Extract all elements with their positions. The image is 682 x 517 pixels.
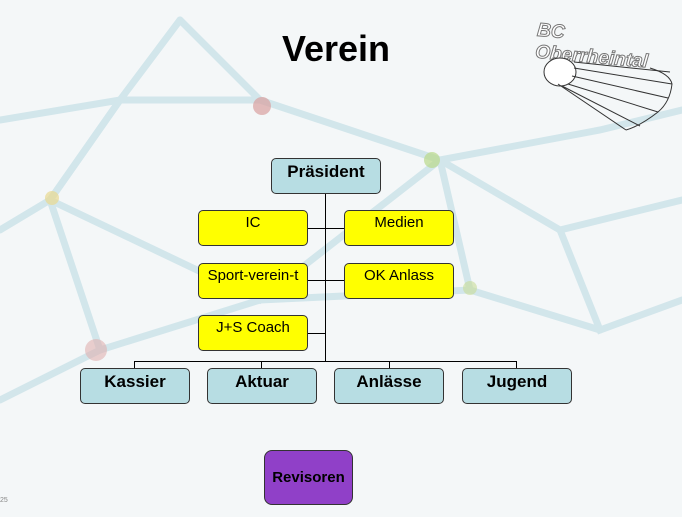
connector [516,361,517,368]
connector [325,193,326,361]
slide-title: Verein [281,28,391,69]
org-box-jugend[interactable]: Jugend [462,368,572,404]
org-box-aktuar[interactable]: Aktuar [207,368,317,404]
org-box-sportverein[interactable]: Sport-verein-t [198,263,308,299]
connector [134,361,135,368]
connector [307,228,344,229]
org-box-ic[interactable]: IC [198,210,308,246]
page-number: 25 [0,497,8,504]
shuttlecock-icon [543,57,673,131]
org-box-js-coach[interactable]: J+S Coach [198,315,308,351]
club-logo: BC Oberrheintal [530,19,680,137]
org-box-ok-anlass[interactable]: OK Anlass [344,263,454,299]
connector [134,361,517,362]
org-box-kassier[interactable]: Kassier [80,368,190,404]
connector [307,280,344,281]
org-box-president[interactable]: Präsident [271,158,381,194]
org-box-anlaesse[interactable]: Anlässe [334,368,444,404]
org-box-revisoren[interactable]: Revisoren [264,450,353,505]
org-box-medien[interactable]: Medien [344,210,454,246]
connector [307,333,325,334]
connector [261,361,262,368]
connector [389,361,390,368]
